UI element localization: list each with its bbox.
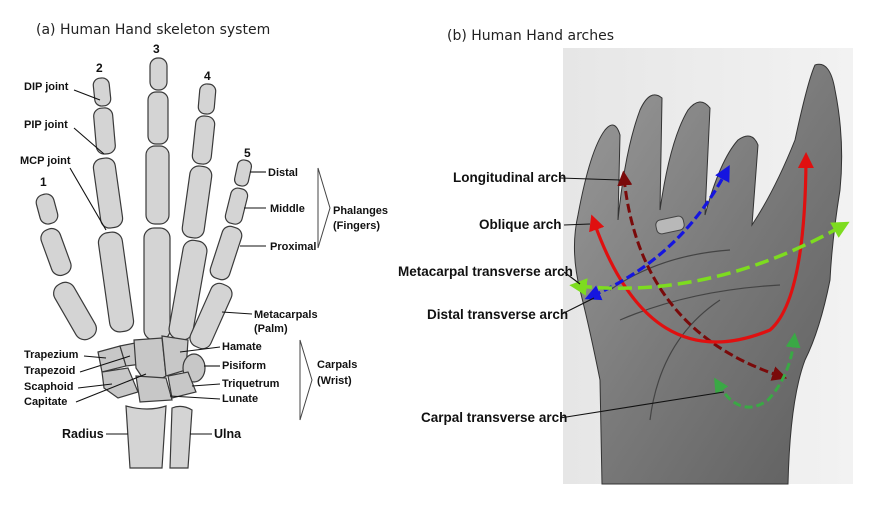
leader-hamate — [179, 346, 221, 353]
label-carpals: Carpals — [317, 359, 357, 371]
label-fingers: (Fingers) — [333, 220, 380, 232]
leader-pip — [73, 127, 105, 155]
label-hamate: Hamate — [222, 341, 262, 353]
label-pip-joint: PIP joint — [24, 119, 68, 131]
panel-a-title: (a) Human Hand skeleton system — [36, 22, 271, 38]
label-oblique-arch: Oblique arch — [479, 217, 562, 232]
forearm-bones — [125, 405, 193, 469]
finger-number-1: 1 — [40, 175, 47, 189]
thumb-bones — [35, 193, 97, 341]
label-wrist: (Wrist) — [317, 375, 352, 387]
leader-carpal-transverse-arch — [559, 391, 725, 419]
label-pisiform: Pisiform — [222, 360, 266, 372]
label-triquetrum: Triquetrum — [222, 378, 280, 390]
label-palm: (Palm) — [254, 323, 288, 335]
leader-longitudinal-arch — [559, 177, 621, 181]
leader-mcp — [69, 167, 107, 231]
longitudinal-arch-arrow — [617, 170, 788, 381]
leader-metacarpal-transverse-arch — [563, 271, 581, 285]
carpals-brace-arrow — [299, 339, 313, 421]
carpal-transverse-arch-arrow — [714, 332, 801, 409]
hand-photo — [563, 48, 853, 485]
label-dip-joint: DIP joint — [24, 81, 69, 93]
label-radius: Radius — [62, 427, 104, 441]
leader-capitate — [75, 373, 147, 403]
label-middle: Middle — [270, 203, 305, 215]
little-finger-bones — [189, 159, 253, 350]
phalanges-brace-arrow — [317, 167, 331, 249]
label-distal: Distal — [268, 167, 298, 179]
leader-trapezium — [83, 355, 107, 359]
label-trapezoid: Trapezoid — [24, 365, 75, 377]
leader-triquetrum — [191, 383, 221, 387]
label-trapezium: Trapezium — [24, 349, 79, 361]
label-longitudinal-arch: Longitudinal arch — [453, 170, 566, 185]
leader-oblique-arch — [563, 223, 591, 226]
finger-number-4: 4 — [204, 69, 211, 83]
leader-lunate — [169, 395, 221, 400]
label-proximal: Proximal — [270, 241, 316, 253]
label-scaphoid: Scaphoid — [24, 381, 74, 393]
label-lunate: Lunate — [222, 393, 258, 405]
leader-distal-transverse-arch — [561, 297, 595, 315]
finger-number-2: 2 — [96, 61, 103, 75]
label-ulna: Ulna — [214, 427, 242, 441]
label-capitate: Capitate — [24, 396, 67, 408]
hand-skeleton-illustration — [35, 57, 253, 469]
panel-b-title: (b) Human Hand arches — [447, 28, 615, 44]
leader-trapezoid — [79, 355, 131, 373]
label-metacarpal-transverse-arch: Metacarpal transverse arch — [398, 264, 573, 279]
leader-metacarpals — [221, 311, 253, 315]
leader-dip — [73, 89, 101, 101]
ring-finger-bones — [168, 83, 217, 341]
label-carpal-transverse-arch: Carpal transverse arch — [421, 410, 567, 425]
label-mcp-joint: MCP joint — [20, 155, 71, 167]
label-distal-transverse-arch: Distal transverse arch — [427, 307, 568, 322]
index-finger-bones — [92, 77, 135, 333]
label-phalanges: Phalanges — [333, 205, 388, 217]
carpal-bones — [97, 335, 206, 403]
finger-number-3: 3 — [153, 42, 160, 56]
middle-finger-bones — [143, 57, 171, 341]
finger-number-5: 5 — [244, 146, 251, 160]
leader-scaphoid — [77, 383, 113, 389]
metacarpal-transverse-arch-arrow — [569, 221, 850, 296]
label-metacarpals: Metacarpals — [254, 309, 318, 321]
